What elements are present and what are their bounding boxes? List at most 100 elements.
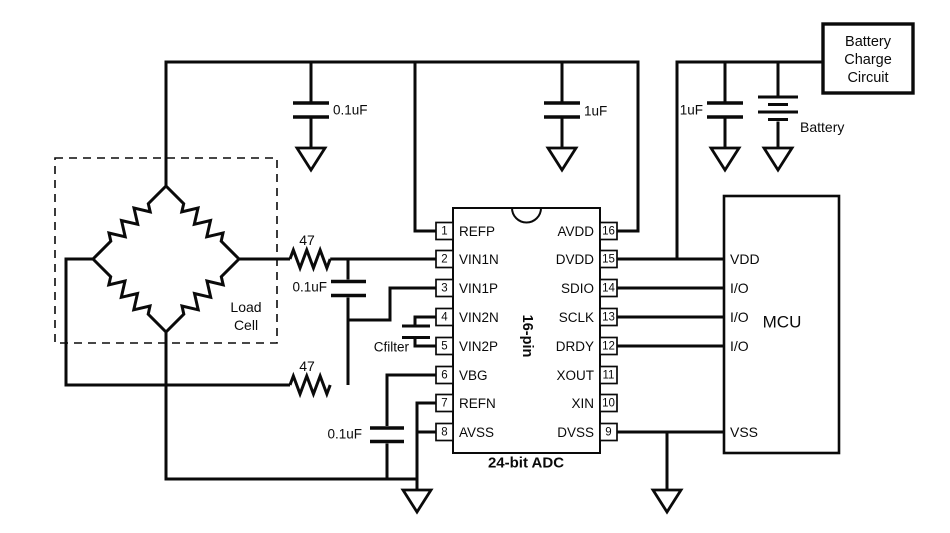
mcu-body bbox=[722, 194, 841, 455]
adc-pin14-label: SDIO bbox=[561, 281, 594, 296]
adc-pin10-number: 10 bbox=[602, 398, 615, 410]
adc-pin10-box bbox=[599, 393, 618, 413]
adc-pin4-number: 4 bbox=[441, 312, 448, 324]
wire-refn bbox=[415, 401, 436, 490]
resistor-top-symbol bbox=[288, 245, 332, 273]
adc-pin11-number: 11 bbox=[603, 370, 615, 382]
adc-pin5-box bbox=[435, 336, 454, 356]
ground-symbol-battery-cap bbox=[708, 146, 742, 173]
adc-pin1-label: REFP bbox=[459, 224, 495, 239]
battery-charge-line3: Circuit bbox=[847, 70, 888, 86]
adc-pin9-box bbox=[599, 422, 618, 442]
adc-pin13-number: 13 bbox=[602, 312, 615, 324]
adc-pin15-label: DVDD bbox=[556, 252, 595, 267]
resistor-bottom-value: 47 bbox=[299, 358, 315, 374]
adc-part-label: 16-pin bbox=[519, 315, 535, 358]
battery-cap-value: 1uF bbox=[680, 103, 703, 118]
adc-pin4-box bbox=[435, 307, 454, 327]
adc-pin3-label: VIN1P bbox=[459, 281, 498, 296]
adc-pin5-label: VIN2P bbox=[459, 339, 498, 354]
adc-pin15-box bbox=[599, 249, 618, 269]
wire-analog-supply-rail bbox=[164, 60, 640, 233]
wire-vin1p bbox=[348, 286, 436, 322]
mcu-pin-vdd: VDD bbox=[730, 251, 760, 267]
adc-pin12-label: DRDY bbox=[556, 339, 594, 354]
ground-symbol-avdd-cap bbox=[545, 146, 579, 173]
vbg-wire bbox=[385, 373, 436, 426]
refp-bypass-capacitor: 0.1uF bbox=[293, 62, 368, 173]
wire-bridge-left-output bbox=[64, 257, 290, 387]
mcu-pin-io3: I/O bbox=[730, 338, 749, 354]
cfilter-stub-bottom bbox=[413, 339, 436, 348]
cfilter-stub-top bbox=[413, 315, 436, 325]
adc-chip: 1 2 3 4 5 6 7 8 16 15 14 13 12 11 10 9 R… bbox=[435, 207, 618, 472]
adc-pin2-box bbox=[435, 249, 454, 269]
adc-pin1-notch bbox=[511, 207, 542, 224]
adc-pin3-box bbox=[435, 278, 454, 298]
avdd-cap-value: 1uF bbox=[584, 104, 607, 119]
wire-refp bbox=[413, 62, 436, 233]
resistor-top-value: 47 bbox=[299, 232, 315, 248]
vbg-cap-value: 0.1uF bbox=[327, 427, 362, 442]
battery-charge-line1: Battery bbox=[845, 34, 892, 50]
adc-pin10-label: XIN bbox=[571, 396, 594, 411]
mcu-block: VDD I/O I/O I/O VSS MCU bbox=[722, 194, 841, 455]
adc-pin11-label: XOUT bbox=[556, 368, 594, 383]
adc-pin16-number: 16 bbox=[602, 226, 615, 238]
load-cell-block: Load Cell bbox=[54, 60, 640, 481]
mcu-label: MCU bbox=[763, 313, 802, 332]
battery-label: Battery bbox=[800, 119, 844, 135]
mcu-pin-io1: I/O bbox=[730, 280, 749, 296]
adc-pin4-label: VIN2N bbox=[459, 310, 499, 325]
adc-pin8-box bbox=[435, 422, 454, 442]
battery-charge-circuit-box bbox=[821, 22, 915, 95]
wire-bridge-bottom-ground bbox=[164, 332, 417, 481]
adc-pin6-label: VBG bbox=[459, 368, 488, 383]
adc-pin14-box bbox=[599, 278, 618, 298]
adc-pin2-number: 2 bbox=[441, 254, 447, 266]
resistor-bottom-symbol bbox=[288, 371, 332, 399]
battery-charge-circuit-block: Battery Charge Circuit bbox=[821, 22, 915, 95]
load-cell-label-line2: Cell bbox=[234, 317, 258, 333]
refn-avss-ground bbox=[400, 401, 436, 515]
ground-symbol-analog bbox=[400, 488, 434, 515]
adc-pin7-box bbox=[435, 393, 454, 413]
adc-pin7-label: REFN bbox=[459, 396, 496, 411]
adc-pin1-number: 1 bbox=[441, 226, 447, 238]
vbg-bypass-capacitor: 0.1uF bbox=[327, 373, 436, 479]
cfilter-label: Cfilter bbox=[374, 340, 410, 355]
digital-wires bbox=[617, 257, 724, 515]
input-cap-value: 0.1uF bbox=[292, 280, 327, 295]
adc-pin12-box bbox=[599, 336, 618, 356]
adc-pin15-number: 15 bbox=[602, 254, 615, 266]
bridge-resistor-top-right bbox=[164, 184, 241, 261]
bridge-resistor-top-left bbox=[91, 184, 168, 261]
battery-rail: 1uF Battery bbox=[675, 60, 844, 259]
adc-pin6-box bbox=[435, 365, 454, 385]
avdd-bypass-capacitor: 1uF bbox=[544, 62, 607, 173]
load-cell-label-line1: Load bbox=[230, 299, 261, 315]
bridge-resistor-bottom-right bbox=[164, 257, 241, 334]
adc-pin1-box bbox=[435, 221, 454, 241]
adc-pin8-number: 8 bbox=[441, 427, 447, 439]
adc-pin13-label: SCLK bbox=[559, 310, 594, 325]
ground-symbol-refp-cap bbox=[294, 146, 328, 173]
adc-pin9-label: DVSS bbox=[557, 425, 594, 440]
battery-symbol: Battery bbox=[758, 62, 844, 173]
cfilter-capacitor: Cfilter bbox=[374, 315, 436, 355]
adc-pin6-number: 6 bbox=[441, 370, 447, 382]
mcu-pin-vss: VSS bbox=[730, 424, 758, 440]
series-resistor-top: 47 bbox=[288, 232, 436, 273]
ground-symbol-battery bbox=[761, 146, 795, 173]
adc-pin7-number: 7 bbox=[441, 398, 447, 410]
series-resistor-bottom: 47 bbox=[288, 358, 332, 399]
bridge-resistor-bottom-left bbox=[91, 257, 168, 334]
battery-bypass-capacitor: 1uF bbox=[680, 62, 743, 173]
adc-pin14-number: 14 bbox=[602, 283, 615, 295]
adc-pin12-number: 12 bbox=[602, 341, 615, 353]
adc-pin2-label: VIN1N bbox=[459, 252, 499, 267]
input-filter-capacitor: 0.1uF bbox=[292, 259, 436, 385]
mcu-pin-io2: I/O bbox=[730, 309, 749, 325]
